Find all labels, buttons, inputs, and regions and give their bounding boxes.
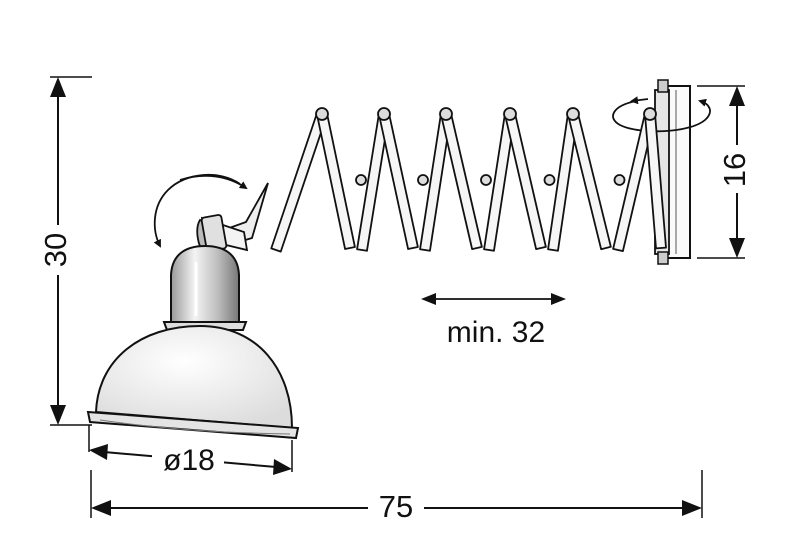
lamp-socket [162,244,248,331]
scissor-link [270,111,328,253]
scissor-link [440,111,483,251]
pivot-rivet [543,174,556,186]
pivot-rivet [480,174,492,186]
height-total-label: 30 [38,233,73,267]
pivot-rivet [566,107,580,121]
pivot-rivet [417,174,429,186]
mount-height-dimension: 16 [697,85,753,259]
scissor-link [504,111,547,251]
pivot-rivet [503,107,517,121]
total-length-dimension: 75 [90,470,703,526]
scissor-arm [270,107,667,253]
head-joint [196,182,269,256]
scissor-link [378,112,419,250]
shade-diameter-label: ø18 [163,444,215,477]
total-length-label: 75 [379,489,413,524]
pivot-rivet [439,107,453,121]
lamp-shade [86,324,300,440]
mount-height-label: 16 [717,153,752,187]
scissor-link [567,111,612,251]
shade-diameter-dimension: ø18 [88,425,293,478]
min-extension-label: min. 32 [447,316,545,349]
pivot-rivet [355,174,367,186]
pivot-rivet [377,107,391,121]
head-rotation-arrow-icon [153,173,248,248]
pivot-rivet [643,107,657,121]
min-extension-dimension: min. 32 [421,293,566,349]
pivot-rivet [613,174,626,186]
pivot-rivet [315,107,329,121]
scissor-link [316,112,356,250]
height-dimension: 30 [38,76,92,426]
mount-rotation-arrow-icon [612,96,711,133]
